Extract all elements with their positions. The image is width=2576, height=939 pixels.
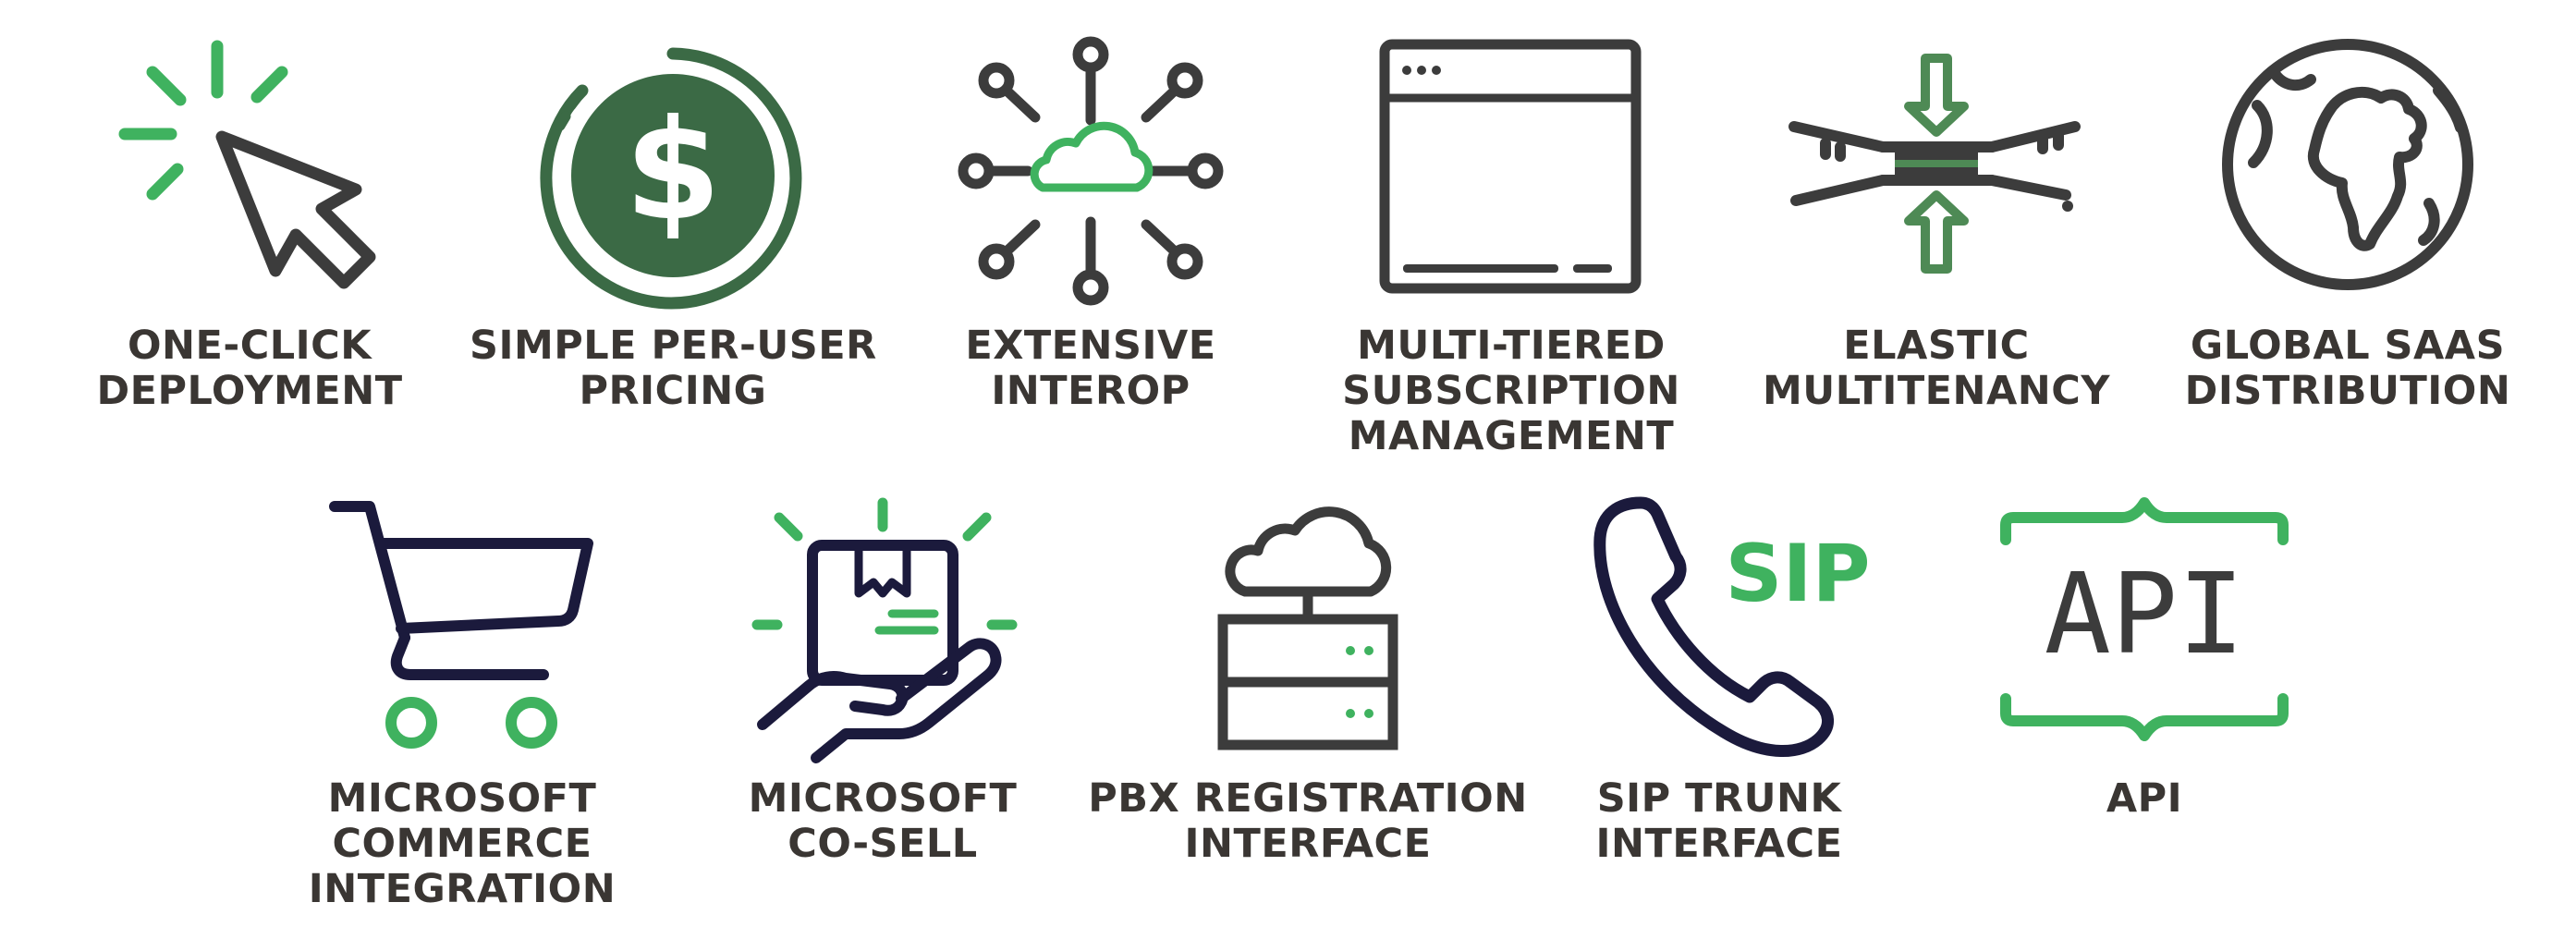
label-line: INTEROP [991,368,1190,414]
label-line: DEPLOYMENT [96,368,403,414]
browser-window-icon [1379,39,1642,294]
feature-label: GLOBAL SAAS DISTRIBUTION [2163,323,2533,414]
globe-icon [2222,39,2473,290]
feature-label: EXTENSIVE INTEROP [906,323,1276,414]
elastic-compress-icon [1789,54,2081,274]
feature-label: MICROSOFT CO-SELL [698,776,1068,867]
feature-label: PBX REGISTRATION INTERFACE [1077,776,1539,867]
api-text: API [2045,551,2245,679]
label-line: SIMPLE PER-USER [470,323,877,369]
label-line: PRICING [579,368,767,414]
label-line: GLOBAL SAAS [2190,323,2506,369]
feature-label: MICROSOFT COMMERCE INTEGRATION [273,776,652,912]
label-line: INTEGRATION [308,866,617,912]
label-line: ONE-CLICK [127,323,372,369]
sip-text: SIP [1726,528,1871,620]
svg-text:$: $ [625,91,721,251]
feature-label: MULTI-TIERED SUBSCRIPTION MANAGEMENT [1326,323,1696,459]
label-line: EXTENSIVE [965,323,1216,369]
shopping-cart-icon [329,501,593,749]
label-line: MICROSOFT [327,775,597,822]
label-line: MANAGEMENT [1348,413,1675,459]
feature-label: SIMPLE PER-USER PRICING [470,323,876,414]
label-line: ELASTIC [1843,323,2030,369]
api-braces-icon: API [2000,497,2289,741]
feature-label: SIP TRUNK INTERFACE [1534,776,1904,867]
label-line: INTERFACE [1184,821,1432,867]
label-line: MULTI-TIERED [1357,323,1666,369]
sip-phone-icon: SIP [1593,496,1870,757]
feature-label: API [1959,776,2329,822]
label-line: COMMERCE [332,821,592,867]
feature-label: ONE-CLICK DEPLOYMENT [65,323,434,414]
label-line: CO-SELL [787,821,978,867]
cloud-server-icon [1217,506,1398,750]
label-line: INTERFACE [1595,821,1843,867]
feature-label: ELASTIC MULTITENANCY [1747,323,2126,414]
hand-package-icon [751,497,1018,763]
cursor-click-icon [118,40,376,289]
label-line: DISTRIBUTION [2184,368,2511,414]
label-line: PBX REGISTRATION [1088,775,1528,822]
label-line: SUBSCRIPTION [1342,368,1680,414]
label-line: API [2106,775,2183,822]
dollar-coin-icon: $ [540,47,802,310]
cloud-network-icon [958,36,1224,306]
label-line: SIP TRUNK [1596,775,1842,822]
label-line: MICROSOFT [748,775,1018,822]
label-line: MULTITENANCY [1763,368,2110,414]
